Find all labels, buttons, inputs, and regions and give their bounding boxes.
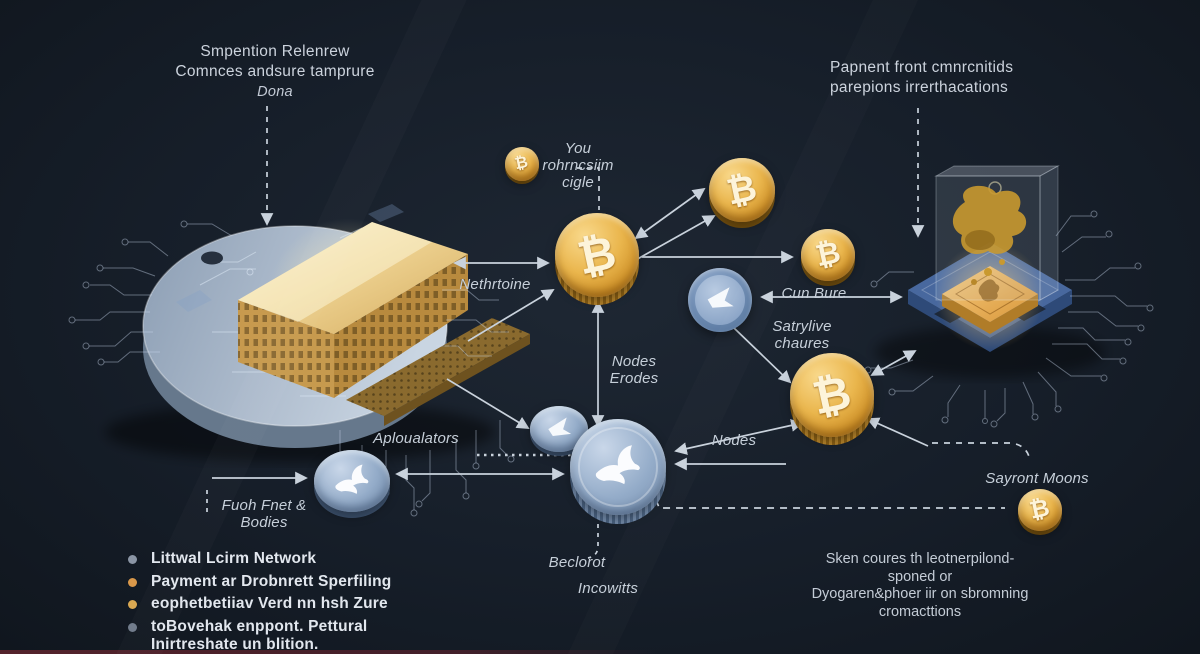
label-token: You rohrncsiim cigle: [528, 140, 628, 191]
label-line: Fuoh Fnet &: [221, 497, 307, 514]
legend-item: Littwal Lcirm Network: [128, 550, 391, 569]
label-aploualators: Aploualators: [373, 430, 459, 447]
label-nodes: Nodes: [711, 432, 757, 449]
legend-item: toBovehak enppont. Pettural Inirtreshate…: [128, 618, 391, 654]
annotation-line: Comnces andsure tamprure: [175, 63, 375, 80]
label-line: cigle: [562, 174, 594, 191]
legend-bullet: [128, 555, 137, 564]
dove-icon: [595, 445, 640, 485]
flag-icon: [548, 417, 572, 437]
bitcoin-coin-large-right: ₿: [790, 353, 874, 445]
legend-label: toBovehak enppont. Pettural Inirtreshate…: [151, 618, 367, 654]
legend-label: eophetbetiiav Verd nn hsh Zure: [151, 595, 388, 612]
label-fuoh: Fuoh Fnet & Bodies: [218, 497, 310, 531]
legend-bullet: [128, 600, 137, 609]
bitcoin-coin-center: ₿: [555, 213, 639, 305]
bitcoin-coin-small-top: ₿: [505, 147, 539, 185]
btc-icon: ₿: [808, 365, 856, 425]
annotation-top-left: Smpention Relenrew Comnces andsure tampr…: [150, 42, 400, 102]
label-line: Nodes: [611, 353, 657, 370]
btc-icon: ₿: [573, 225, 621, 285]
label-incowitts: Incowitts: [577, 580, 639, 597]
bottom-strip: [0, 650, 658, 654]
bitcoin-coin-mid-right: ₿: [801, 229, 855, 286]
bitcoin-coin-top-right: ₿: [709, 158, 775, 228]
annotation-line: parepions irrerthacations: [830, 79, 1009, 96]
annotation-line: cromacttions: [878, 603, 962, 620]
legend-label-line: toBovehak enppont. Pettural: [151, 617, 368, 635]
dove-icon: [335, 464, 369, 494]
flag-icon: [707, 287, 734, 308]
bitcoin-coin-bottom-right: ₿: [1018, 489, 1062, 535]
annotation-line: sponed or: [887, 568, 953, 585]
blue-coin-large: [570, 419, 666, 524]
legend-item: eophetbetiiav Verd nn hsh Zure: [128, 595, 391, 614]
annotation-line: Dyogaren&phoer iir on sbromning: [811, 586, 1029, 602]
annotation-bottom-right: Sken coures th leotnerpilond- sponed or …: [755, 551, 1085, 621]
annotation-top-right: Papnent front cmnrcnitids parepions irre…: [830, 58, 1110, 98]
gold-building: [238, 222, 530, 426]
legend: Littwal Lcirm Network Payment ar Drobnre…: [128, 550, 391, 654]
label-beclorot: Beclorot: [548, 554, 606, 571]
btc-icon: ₿: [1027, 494, 1053, 525]
label-sayront: Sayront Moons: [985, 470, 1089, 487]
btc-icon: ₿: [723, 166, 761, 213]
label-satrylive: Satrylive chaures: [756, 318, 848, 352]
legend-bullet: [128, 577, 137, 587]
legend-label: Littwal Lcirm Network: [151, 550, 317, 567]
glass-box: [934, 165, 1060, 301]
circuit-traces: [75, 215, 1147, 510]
label-line: Bodies: [240, 514, 288, 531]
send-button-node: [688, 268, 752, 332]
label-network: Nethrtoine: [459, 276, 531, 293]
label-line: Satrylive: [772, 318, 832, 335]
annotation-line: Sken coures th leotnerpilond-: [825, 551, 1015, 567]
btc-icon: ₿: [812, 235, 844, 274]
annotation-line: Papnent front cmnrcnitids: [830, 59, 1014, 76]
annotation-line: Smpention Relenrew: [200, 43, 350, 60]
label-line: chaures: [774, 335, 830, 352]
label-line: You rohrncsiim: [542, 140, 614, 174]
annotation-line: Dona: [257, 84, 293, 100]
legend-item: Payment ar Drobnrett Sperfiling: [128, 573, 391, 592]
legend-bullet: [128, 622, 137, 632]
legend-label-line: Inirtreshate un blition.: [151, 636, 319, 653]
label-nodes-erodes: Nodes Erodes: [598, 353, 670, 387]
label-cun-bure: Cun Bure: [781, 285, 847, 302]
blue-coin-left: [314, 450, 390, 518]
label-line: Erodes: [609, 370, 659, 387]
legend-label: Payment ar Drobnrett Sperfiling: [151, 572, 392, 590]
chip-board: [908, 242, 1072, 352]
